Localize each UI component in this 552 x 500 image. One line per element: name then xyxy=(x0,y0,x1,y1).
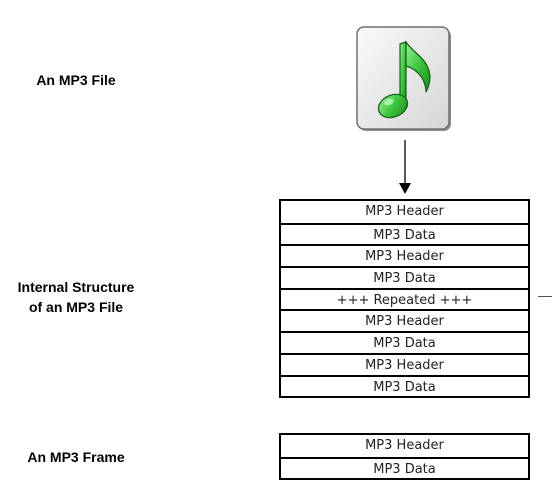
structure-row: +++ Repeated +++ xyxy=(281,287,528,310)
internal-structure-label: Internal Structure of an MP3 File xyxy=(6,277,146,317)
internal-structure-stack: MP3 Header MP3 Data MP3 Header MP3 Data … xyxy=(279,199,530,399)
mp3-frame-label: An MP3 Frame xyxy=(27,449,125,465)
mp3-frame-stack: MP3 Header MP3 Data xyxy=(279,433,530,481)
internal-structure-label-line1: Internal Structure xyxy=(17,279,135,295)
frame-row: MP3 Header xyxy=(365,438,444,453)
structure-row: MP3 Header xyxy=(281,309,528,331)
structure-row: MP3 Data xyxy=(281,266,528,288)
mp3-file-label: An MP3 File xyxy=(36,72,116,88)
structure-row: MP3 Header xyxy=(281,352,528,375)
connector-line xyxy=(538,296,552,297)
internal-structure-label-line2: of an MP3 File xyxy=(28,299,124,315)
frame-row: MP3 Data xyxy=(281,456,528,479)
structure-row: MP3 Data xyxy=(281,222,528,245)
structure-row: MP3 Header xyxy=(365,204,444,219)
down-arrow-icon xyxy=(399,140,411,194)
structure-row: MP3 Data xyxy=(281,331,528,353)
music-file-icon xyxy=(356,26,451,131)
structure-row: MP3 Data xyxy=(281,374,528,397)
structure-row: MP3 Header xyxy=(281,244,528,266)
